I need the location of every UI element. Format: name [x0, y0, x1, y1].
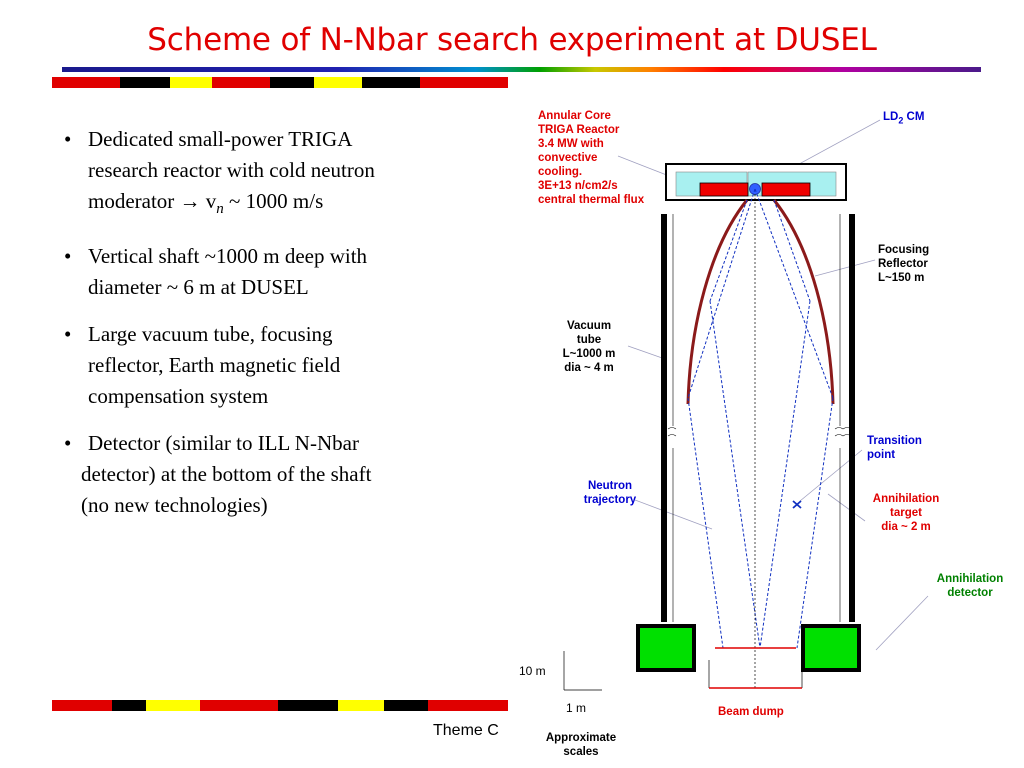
decorative-band-top [52, 77, 508, 88]
focusing-reflector-left [686, 199, 749, 405]
transition-point-label: Transition point [867, 435, 922, 461]
bullet-line: moderator → vn ~ 1000 m/s [88, 189, 324, 218]
reactor-core-left [699, 182, 749, 197]
neutron-trajectories [687, 188, 834, 649]
shaft-wall-left [661, 214, 667, 622]
bullet-item: • Vertical shaft ~1000 m deep with diame… [62, 241, 482, 303]
bullet-line: (no new technologies) [81, 493, 268, 518]
bullet-marker: • [64, 431, 72, 456]
scale-1m-label: 1 m [566, 701, 587, 715]
bullet-line: research reactor with cold neutron [88, 158, 375, 182]
decorative-band-bottom [52, 700, 508, 711]
beam-dump-label: Beam dump [718, 706, 784, 718]
bullet-item: • Detector (similar to ILL N-Nbar detect… [62, 428, 482, 521]
title-underline [62, 67, 981, 72]
focusing-reflector-label: Focusing Reflector L~150 m [878, 244, 930, 284]
bullet-line: Detector (similar to ILL N-Nbar [88, 431, 359, 456]
reactor-core-right [761, 182, 811, 197]
bullet-line: Vertical shaft ~1000 m deep with [88, 244, 368, 269]
shaft-wall-right [849, 214, 855, 622]
scale-10m-label: 10 m [519, 664, 546, 678]
ld2-label: LD2 CM [883, 111, 925, 126]
footer-text: Theme C [433, 722, 499, 739]
annihilation-detector-right [801, 624, 861, 672]
experiment-diagram: Annular Core TRIGA Reactor 3.4 MW with c… [510, 76, 1024, 768]
bullet-marker: • [64, 127, 72, 151]
approximate-scales-label: Approximate scales [545, 732, 617, 758]
bullet-item: • Dedicated small-power TRIGA research r… [62, 124, 482, 225]
focusing-reflector-right [772, 199, 835, 405]
bullet-item: • Large vacuum tube, focusing reflector,… [62, 319, 482, 412]
annihilation-detector-label: Annihilation detector [936, 573, 1004, 599]
bullet-line: Large vacuum tube, focusing [88, 322, 333, 347]
slide-title: Scheme of N-Nbar search experiment at DU… [147, 22, 877, 58]
bullet-line: detector) at the bottom of the shaft [81, 462, 372, 487]
bullet-line: compensation system [88, 384, 269, 409]
bullet-line: reflector, Earth magnetic field [88, 353, 341, 378]
annihilation-detector-left [636, 624, 696, 672]
neutron-trajectory-label: Neutron trajectory [583, 480, 637, 506]
diagram-graphics [563, 119, 929, 691]
annihilation-target-label: Annihilation target dia ~ 2 m [872, 493, 940, 533]
bullet-marker: • [64, 244, 72, 269]
bullet-list: • Dedicated small-power TRIGA research r… [62, 124, 482, 537]
reactor-label: Annular Core TRIGA Reactor 3.4 MW with c… [538, 110, 645, 206]
bullet-marker: • [64, 322, 72, 347]
bullet-line: Dedicated small-power TRIGA [88, 127, 353, 151]
vacuum-tube-label: Vacuum tube L~1000 m dia ~ 4 m [562, 320, 616, 374]
bullet-line: diameter ~ 6 m at DUSEL [88, 275, 309, 300]
transition-point-marker [792, 500, 802, 509]
